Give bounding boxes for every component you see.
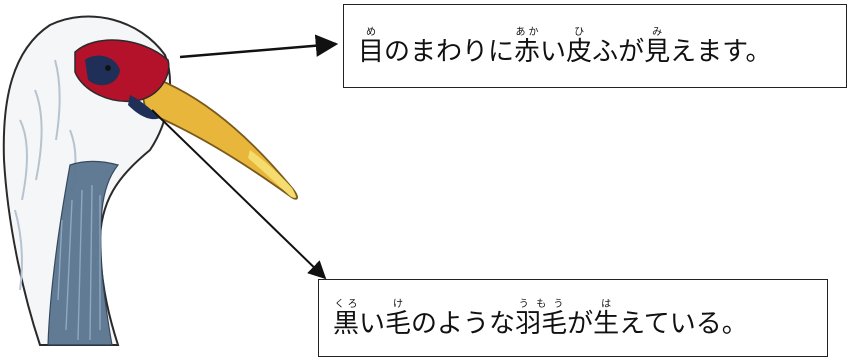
- ruby-kuro: 黒くろ: [333, 299, 360, 339]
- red-skin-callout-box: 目めのまわりに赤あかい皮ひふが見みえます。: [343, 4, 847, 88]
- crane-beak-tip: [248, 150, 296, 198]
- ruby-hi: 皮ひ: [566, 27, 593, 67]
- black-feathers-caption: 黒くろい毛けのような羽毛うもうが生はえている。: [333, 299, 748, 339]
- ruby-aka: 赤あか: [514, 27, 541, 67]
- neck-stripe-texture: [57, 184, 101, 341]
- crane-face-red-skin: [74, 39, 170, 102]
- arrow-to-red-skin-callout: [179, 34, 339, 59]
- feather-shading: [14, 59, 77, 291]
- crane-eye: [105, 65, 111, 71]
- ruby-ha: 生は: [593, 299, 620, 339]
- crane-beak: [136, 70, 298, 200]
- ruby-umou: 羽毛うもう: [515, 299, 568, 339]
- black-feathers-callout-box: 黒くろい毛けのような羽毛うもうが生はえている。: [318, 279, 828, 357]
- crane-head-illustration: [2, 15, 298, 346]
- red-skin-caption: 目めのまわりに赤あかい皮ひふが見みえます。: [358, 27, 772, 67]
- arrow-to-black-feathers-callout: [151, 109, 327, 280]
- ruby-me: 目め: [358, 27, 385, 67]
- ruby-ke: 毛け: [385, 299, 412, 339]
- ruby-mi: 見み: [644, 27, 671, 67]
- crane-face-dark-feathers: [85, 55, 160, 120]
